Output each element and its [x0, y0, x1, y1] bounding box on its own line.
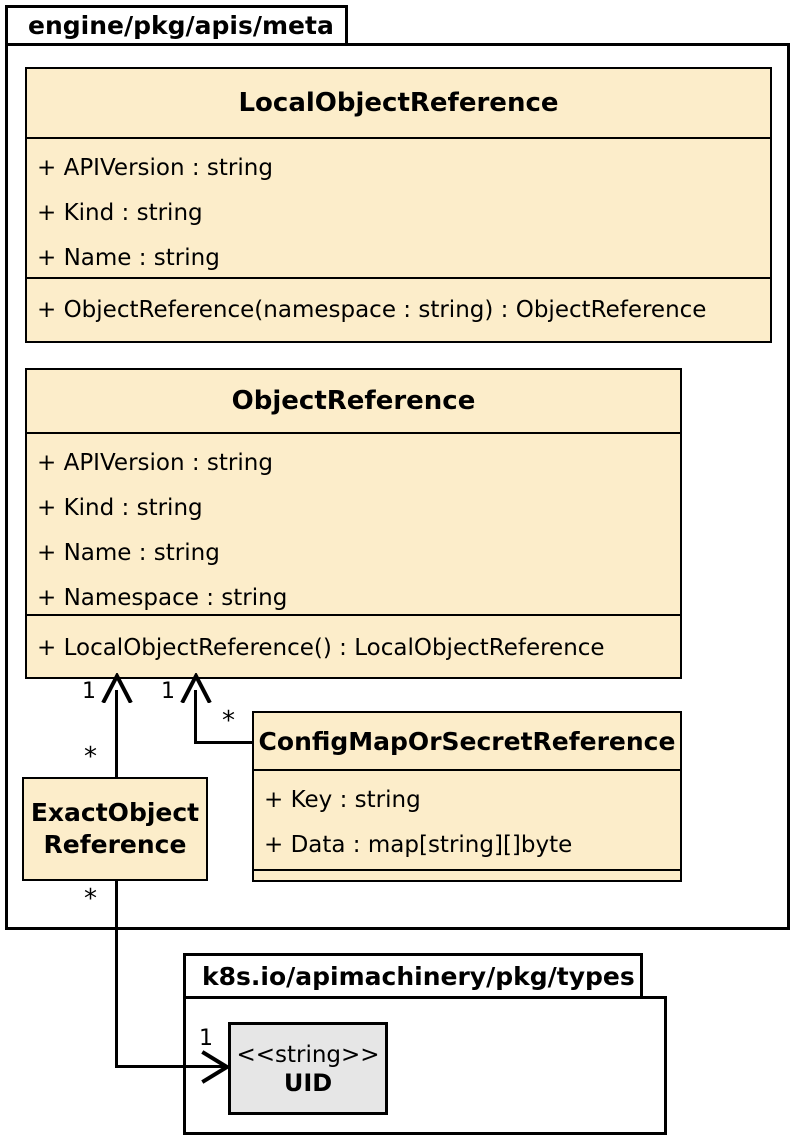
class-attribute: + Name : string — [37, 539, 220, 566]
datatype-box-uid[interactable]: <<string>> UID — [228, 1022, 388, 1115]
association-line-exact-to-object-reference — [115, 690, 118, 778]
class-attributes-local-object-reference: + APIVersion : string + Kind : string + … — [27, 139, 770, 277]
multiplicity-label-source-star: * — [84, 742, 97, 772]
class-operation: + ObjectReference(namespace : string) : … — [37, 297, 707, 323]
multiplicity-label-source-star: * — [84, 884, 97, 914]
class-title-object-reference: ObjectReference — [231, 386, 476, 416]
class-separator — [254, 869, 680, 871]
class-title-exact-object-reference: ExactObject Reference — [24, 779, 206, 879]
class-operation: + LocalObjectReference() : LocalObjectRe… — [37, 634, 605, 661]
class-attributes-config-map-or-secret-reference: + Key : string + Data : map[string][]byt… — [254, 771, 680, 869]
class-title-local-object-reference: LocalObjectReference — [238, 88, 559, 118]
package-label-engine-meta: engine/pkg/apis/meta — [28, 11, 334, 40]
arrowhead-open-configmap-to-object-reference — [180, 673, 212, 703]
class-attributes-object-reference: + APIVersion : string + Kind : string + … — [27, 434, 680, 614]
multiplicity-label-source-star: * — [222, 706, 235, 736]
multiplicity-label-target-1: 1 — [82, 679, 96, 704]
package-tab-engine-meta: engine/pkg/apis/meta — [5, 5, 348, 46]
class-title-line-1: ExactObject — [30, 798, 200, 827]
multiplicity-label-target-1: 1 — [199, 1026, 213, 1051]
class-box-local-object-reference[interactable]: LocalObjectReference + APIVersion : stri… — [25, 67, 772, 343]
arrowhead-open-exact-to-object-reference — [101, 673, 133, 703]
association-line-exact-to-uid-horizontal — [115, 1065, 227, 1068]
class-attribute: + APIVersion : string — [37, 154, 273, 181]
class-box-config-map-or-secret-reference[interactable]: ConfigMapOrSecretReference + Key : strin… — [252, 711, 682, 882]
association-line-exact-to-uid-vertical — [115, 881, 118, 1068]
class-attribute: + Kind : string — [37, 494, 203, 521]
class-attribute: + Name : string — [37, 244, 220, 271]
class-separator — [27, 432, 680, 434]
association-line-configmap-to-object-reference-horizontal — [194, 741, 254, 744]
class-attribute: + Namespace : string — [37, 584, 288, 611]
class-operations-local-object-reference: + ObjectReference(namespace : string) : … — [27, 279, 770, 341]
class-operations-object-reference: + LocalObjectReference() : LocalObjectRe… — [27, 616, 680, 679]
class-separator — [27, 277, 770, 279]
association-line-configmap-to-object-reference-vertical — [194, 690, 197, 744]
datatype-stereotype-uid: <<string>> — [236, 1041, 380, 1068]
class-operations-config-map-or-secret-reference — [254, 871, 680, 882]
class-box-exact-object-reference[interactable]: ExactObject Reference — [22, 777, 208, 881]
datatype-name-uid: UID — [283, 1068, 333, 1097]
package-label-k8s-types: k8s.io/apimachinery/pkg/types — [202, 961, 635, 991]
package-tab-k8s-types: k8s.io/apimachinery/pkg/types — [183, 953, 643, 999]
class-attribute: + Kind : string — [37, 199, 203, 226]
class-box-object-reference[interactable]: ObjectReference + APIVersion : string + … — [25, 368, 682, 679]
class-separator — [27, 614, 680, 616]
arrowhead-open-exact-to-uid — [201, 1050, 230, 1084]
class-title-line-2: Reference — [43, 830, 187, 859]
class-attribute: + Data : map[string][]byte — [264, 831, 573, 858]
class-attribute: + APIVersion : string — [37, 449, 273, 476]
multiplicity-label-target-1: 1 — [161, 679, 175, 704]
class-title-config-map-or-secret-reference: ConfigMapOrSecretReference — [258, 726, 676, 756]
class-separator — [27, 137, 770, 139]
class-separator — [254, 769, 680, 771]
class-attribute: + Key : string — [264, 786, 421, 813]
